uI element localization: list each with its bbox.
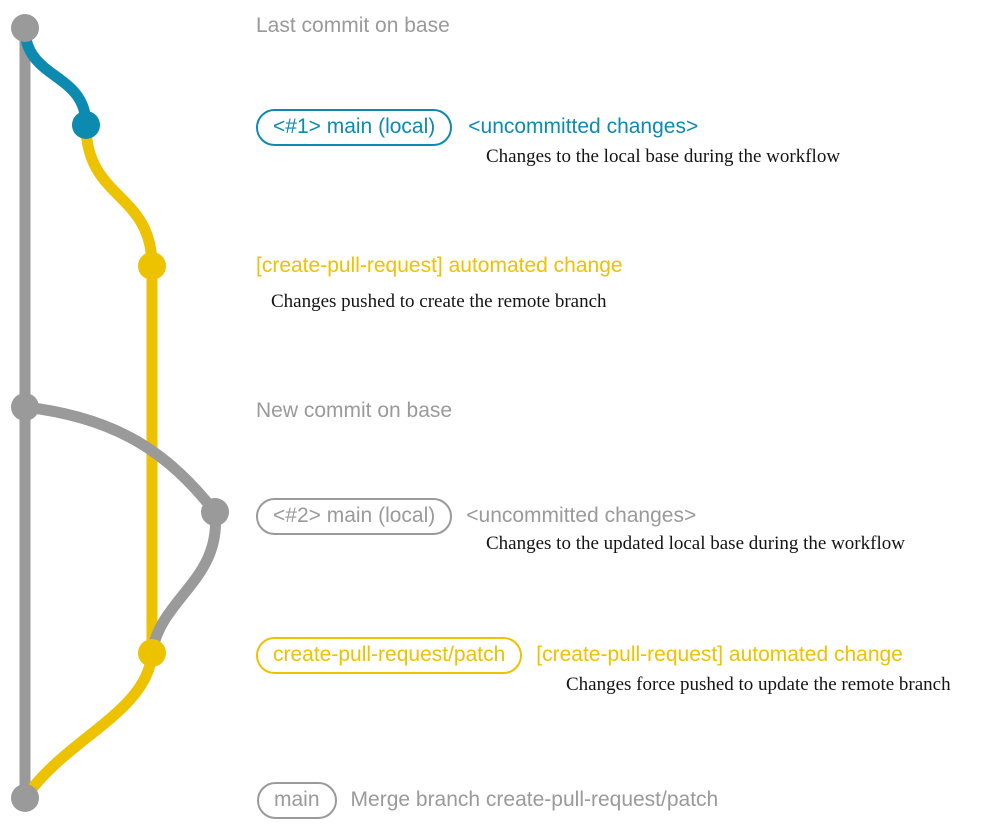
commit-node-base-new[interactable] — [11, 393, 39, 421]
commit-row-merge: main Merge branch create-pull-request/pa… — [257, 782, 718, 819]
branch-pill-main-local-1[interactable]: <#1> main (local) — [256, 109, 453, 146]
commit-node-local-2[interactable] — [201, 498, 229, 526]
commit-message-merge: Merge branch create-pull-request/patch — [350, 788, 719, 811]
branch-pill-main[interactable]: main — [257, 782, 337, 819]
edge-base-to-branch — [19, 401, 221, 518]
commit-node-base-last[interactable] — [11, 14, 39, 42]
note-last-commit-on-base: Last commit on base — [256, 14, 450, 37]
edge-local-to-automation — [80, 119, 158, 272]
commit-description-local-2: Changes to the updated local base during… — [486, 533, 905, 554]
branch-pill-create-pull-request-patch[interactable]: create-pull-request/patch — [256, 637, 523, 674]
note-new-commit-on-base: New commit on base — [256, 399, 453, 422]
commit-row-local-1: <#1> main (local) <uncommitted changes> — [256, 109, 698, 146]
commit-node-automated-1[interactable] — [138, 252, 166, 280]
commit-message-automated-1: [create-pull-request] automated change — [256, 254, 623, 277]
commit-description-local-1: Changes to the local base during the wor… — [486, 146, 841, 167]
commit-message-local-1: <uncommitted changes> — [468, 115, 699, 138]
edge-base-to-local — [19, 22, 92, 131]
commit-message-automated-2: [create-pull-request] automated change — [536, 643, 903, 666]
branch-pill-main-local-2[interactable]: <#2> main (local) — [256, 498, 453, 535]
commit-node-local-1[interactable] — [72, 111, 100, 139]
commit-message-local-2: <uncommitted changes> — [466, 504, 697, 527]
commit-row-automated-1: [create-pull-request] automated change — [256, 255, 623, 276]
edge-automation-to-merge — [19, 647, 158, 804]
edge-branch-to-automation — [146, 506, 221, 659]
commit-node-automated-2[interactable] — [138, 639, 166, 667]
commit-description-automated-2: Changes force pushed to update the remot… — [566, 674, 951, 695]
commit-node-merge[interactable] — [11, 784, 39, 812]
commit-row-local-2: <#2> main (local) <uncommitted changes> — [256, 498, 696, 535]
commit-description-automated-1: Changes pushed to create the remote bran… — [271, 291, 607, 312]
commit-row-automated-2: create-pull-request/patch [create-pull-r… — [256, 637, 903, 674]
